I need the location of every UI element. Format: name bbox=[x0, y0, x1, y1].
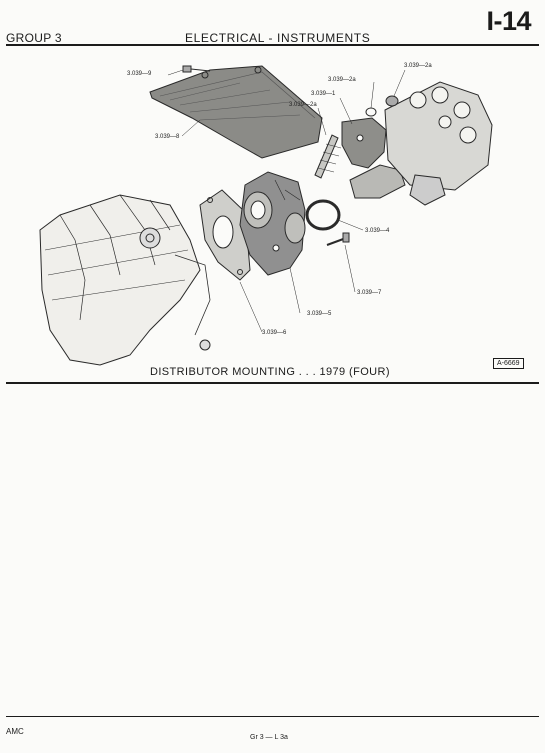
footer-page-ref: Gr 3 — L 3a bbox=[250, 734, 288, 741]
callout-3039-5: 3.039—5 bbox=[307, 311, 332, 317]
footer-rule bbox=[6, 716, 539, 717]
callout-3039-2a-left: 3.039—2a bbox=[289, 102, 317, 108]
figure-bottom-rule bbox=[6, 382, 539, 384]
callout-3039-7: 3.039—7 bbox=[357, 290, 382, 296]
header-rule bbox=[6, 44, 539, 46]
figure-reference: A-6669 bbox=[493, 358, 524, 369]
section-title: ELECTRICAL - INSTRUMENTS bbox=[185, 31, 371, 45]
callout-3039-1: 3.039—1 bbox=[311, 91, 336, 97]
callout-3039-9: 3.039—9 bbox=[127, 71, 152, 77]
figure-caption: DISTRIBUTOR MOUNTING . . . 1979 (FOUR) bbox=[150, 366, 390, 378]
figure-illustration: 3.039—9 3.039—2a 3.039—2a 3.039—1 3.039—… bbox=[39, 63, 493, 366]
footer-brand: AMC bbox=[6, 727, 24, 736]
exploded-view-drawing bbox=[39, 65, 493, 366]
group-label: GROUP 3 bbox=[6, 31, 62, 45]
callout-3039-4: 3.039—4 bbox=[365, 228, 390, 234]
callout-3039-8: 3.039—8 bbox=[155, 134, 180, 140]
page-number: I-14 bbox=[486, 6, 531, 36]
callout-3039-6: 3.039—6 bbox=[262, 330, 287, 336]
callout-3039-2a-top: 3.039—2a bbox=[328, 77, 356, 83]
callout-3039-2a-right: 3.039—2a bbox=[404, 63, 432, 69]
